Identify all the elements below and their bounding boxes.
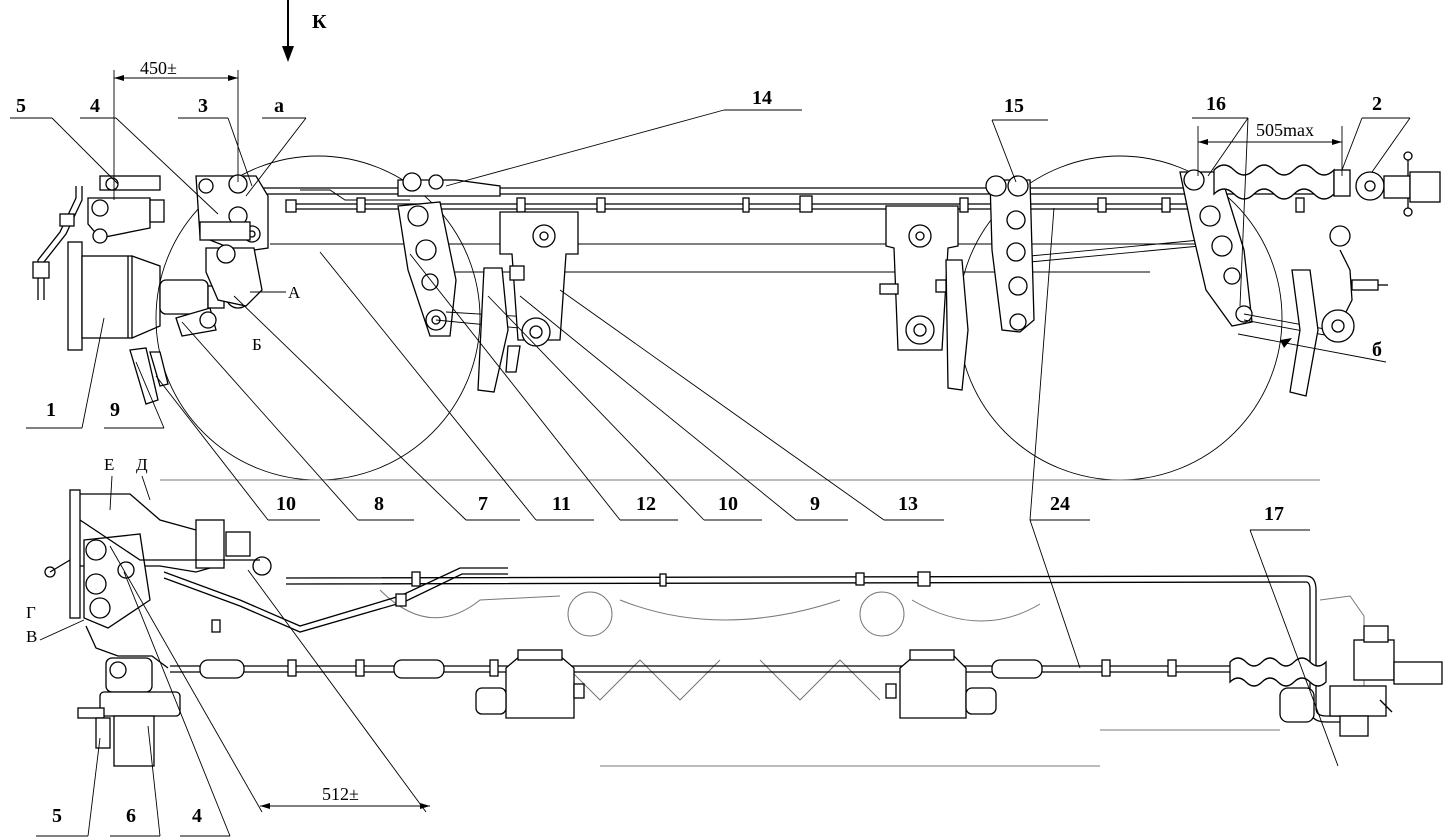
label-a-top: а [274, 95, 284, 117]
dimension-512: 512± [260, 784, 430, 809]
dimension-505-text: 505max [1256, 120, 1314, 140]
view-arrow-label: К [312, 11, 327, 33]
dimension-505: 505max [1197, 120, 1343, 176]
label-7: 7 [478, 493, 488, 515]
label-5-top: 5 [16, 95, 26, 117]
rod-clips [356, 195, 1305, 213]
label-6: 6 [126, 805, 136, 827]
label-9-left: 9 [110, 399, 120, 421]
section-a: А [288, 283, 301, 302]
lower-right-valve [1319, 595, 1443, 737]
end-cock [1355, 151, 1441, 217]
label-14: 14 [752, 87, 772, 109]
section-b: Б [252, 335, 262, 354]
section-g: Г [26, 603, 36, 622]
label-b: б [1372, 339, 1382, 361]
bottom-view: 512± 17 5 6 4 Г В Е Д [26, 455, 1443, 837]
lower-rod [170, 659, 1230, 679]
top-view: 450± 505max 5 4 3 а [10, 58, 1441, 669]
label-12: 12 [636, 493, 656, 515]
label-16: 16 [1206, 93, 1226, 115]
dimension-512-text: 512± [322, 784, 359, 804]
label-5-bottom: 5 [52, 805, 62, 827]
slack-adjuster-boot [1213, 164, 1351, 200]
frame-silhouette [379, 589, 1280, 767]
upper-lever-14 [397, 172, 501, 197]
dimension-450-text: 450± [140, 58, 177, 78]
label-8: 8 [374, 493, 384, 515]
section-letters-bottom: Г В Е Д [26, 455, 151, 646]
label-24: 24 [1050, 493, 1070, 515]
label-2: 2 [1372, 93, 1382, 115]
vertical-lever-15 [985, 175, 1035, 333]
main-air-pipe [285, 571, 1340, 723]
main-rods [240, 187, 1350, 273]
top-view-leaders: 5 4 3 а 14 15 16 [10, 87, 1411, 669]
bottom-view-leaders: 17 5 6 4 [36, 503, 1339, 837]
label-11: 11 [552, 493, 571, 515]
left-brake-shoe [129, 347, 169, 405]
section-v: В [26, 627, 37, 646]
label-9-right: 9 [810, 493, 820, 515]
right-brake-shoe [1289, 225, 1388, 397]
label-17: 17 [1264, 503, 1284, 525]
label-3-top: 3 [198, 95, 208, 117]
mid-right-shoe-holder [879, 205, 969, 391]
lower-brake-units [475, 649, 997, 719]
view-arrow-k: К [282, 0, 327, 62]
branch-pipe [163, 567, 508, 633]
lower-boot [1229, 657, 1327, 723]
label-13: 13 [898, 493, 918, 515]
left-air-pipe [32, 186, 83, 300]
label-1: 1 [46, 399, 56, 421]
lower-left-assembly [44, 489, 272, 767]
label-4-top: 4 [90, 95, 100, 117]
section-d: Д [136, 455, 148, 474]
dimension-450: 450± [113, 58, 239, 200]
label-10-left: 10 [276, 493, 296, 515]
section-letters-top: А Б [250, 283, 301, 354]
left-lever-group [87, 174, 297, 337]
section-e: Е [104, 455, 114, 474]
label-15: 15 [1004, 95, 1024, 117]
label-4-bottom: 4 [192, 805, 202, 827]
label-10-right: 10 [718, 493, 738, 515]
